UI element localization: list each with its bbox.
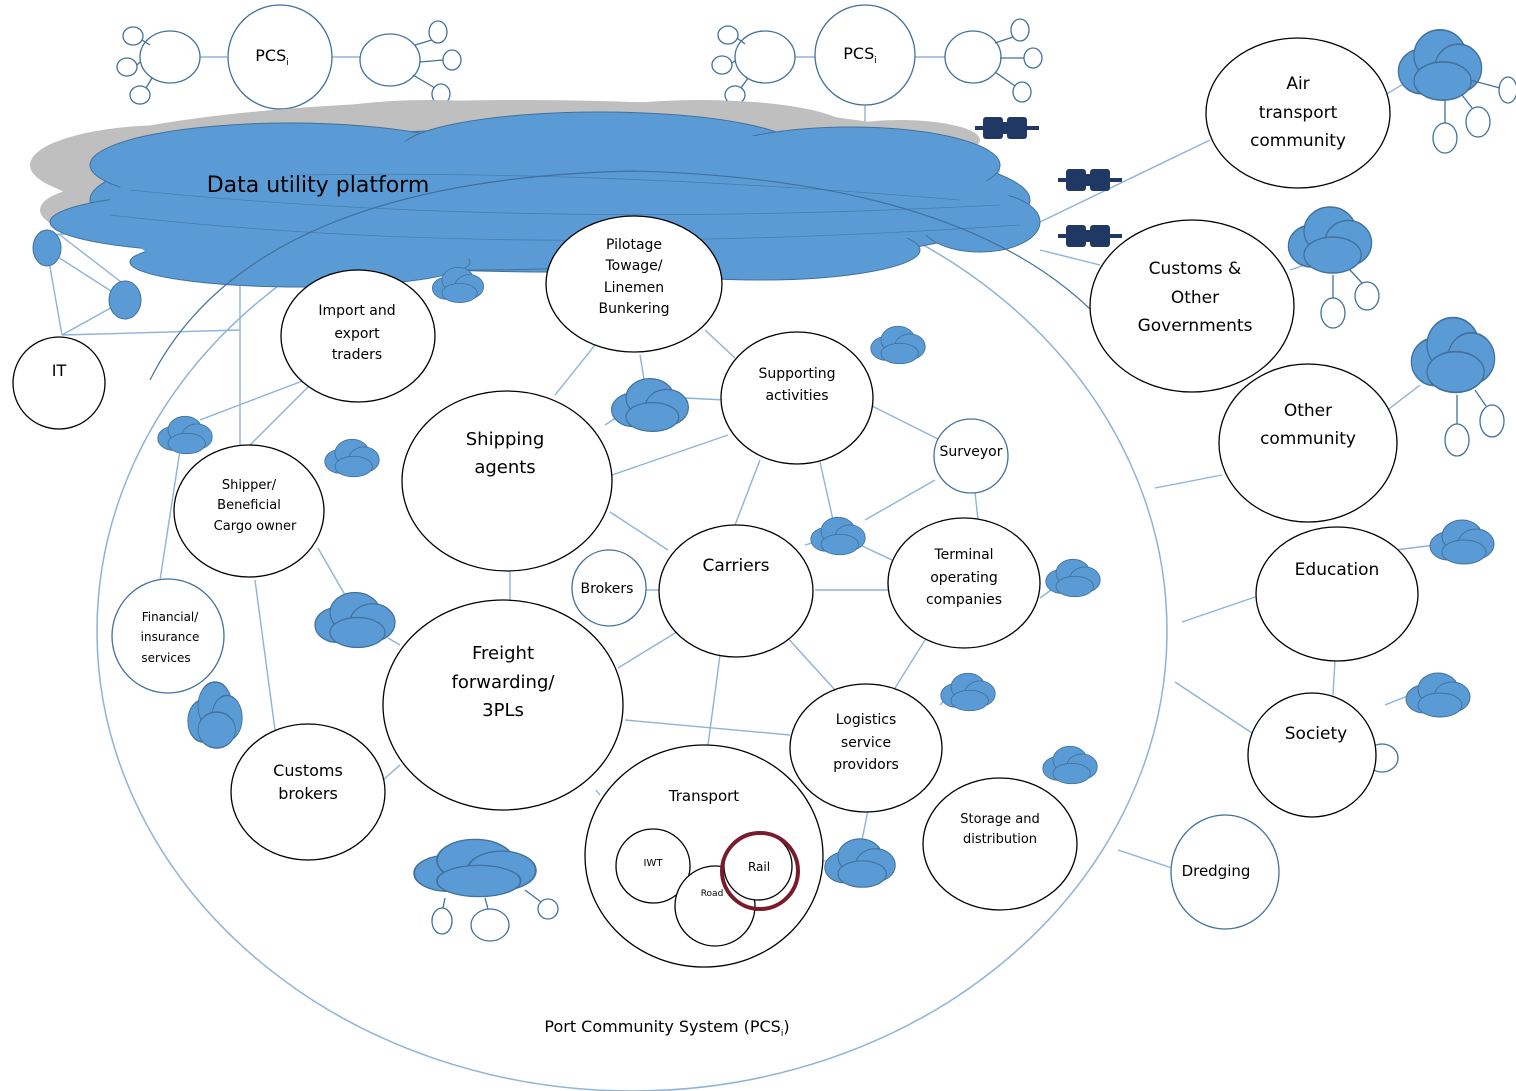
node-iwt[interactable]: IWT [615,828,691,904]
svg-text:Road: Road [701,889,724,899]
port-community-label: Port Community System (PCSi) [544,1017,789,1039]
node-it[interactable]: IT [12,336,106,430]
pcs-node-right: PCSi [814,4,916,106]
svg-text:Transport: Transport [668,787,740,805]
data-utility-platform-cloud: Data utility platform [30,100,1041,288]
svg-text:Society: Society [1285,724,1347,744]
it-blue-dots [32,229,142,320]
node-education[interactable]: Education [1255,526,1419,662]
svg-text:PCSi: PCSi [255,46,289,68]
svg-text:Education: Education [1295,560,1380,580]
pcs-satellites [116,18,1043,105]
svg-text:IT: IT [52,361,67,380]
svg-text:Rail: Rail [748,860,770,874]
node-brokers[interactable]: Brokers [571,549,647,627]
node-society[interactable]: Society [1247,692,1377,818]
node-dredging[interactable]: Dredging [1170,814,1280,930]
svg-text:Surveyor: Surveyor [939,444,1002,460]
node-transport[interactable]: Transport [584,744,824,968]
node-carriers[interactable]: Carriers [658,524,814,658]
svg-text:PCSi: PCSi [843,44,877,66]
platform-title: Data utility platform [207,173,430,198]
node-surveyor[interactable]: Surveyor [933,418,1009,494]
svg-text:Brokers: Brokers [581,581,634,597]
svg-text:IWT: IWT [644,858,664,869]
svg-text:Dredging: Dredging [1182,862,1251,880]
node-rail[interactable]: Rail [720,831,800,911]
connection-lines [46,56,1436,869]
svg-text:Carriers: Carriers [703,556,770,576]
pcs-node-left: PCSi [227,4,333,110]
connector-icons [975,117,1122,247]
